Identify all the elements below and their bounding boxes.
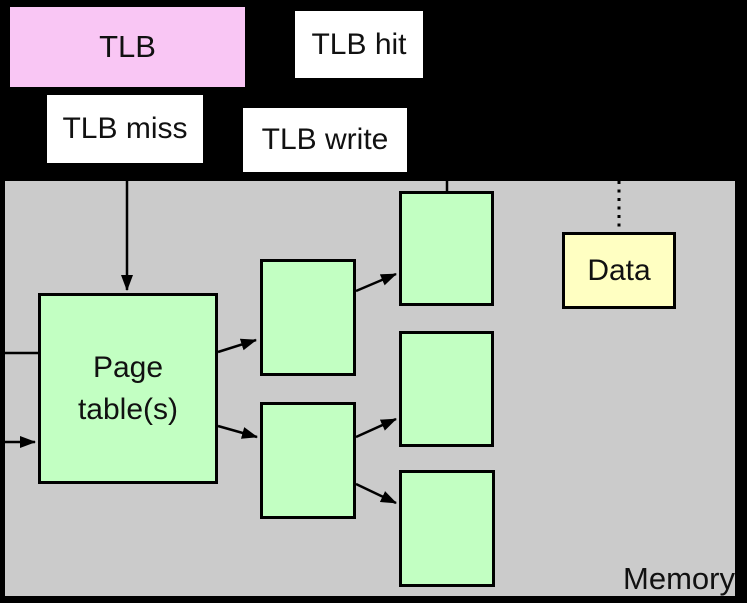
memory-label: Memory (623, 561, 735, 596)
tlb-box: TLB (7, 4, 248, 90)
upper-mid-to-right1-arrow (355, 272, 397, 293)
data-box-label: Data (587, 253, 651, 287)
data-box: Data (562, 232, 676, 309)
tlb-miss-label: TLB miss (47, 95, 203, 163)
pte-box-right-3 (399, 470, 495, 587)
lower-mid-to-right2-arrow (355, 417, 397, 439)
pte-box-right-1 (399, 191, 494, 306)
page-table-to-upper-mid-arrow (217, 338, 257, 354)
tlb-write-text: TLB write (261, 123, 389, 156)
page-table-to-lower-mid-arrow (217, 424, 258, 439)
pte-box-upper-mid (260, 259, 356, 376)
page-table-box: Page table(s) (38, 293, 218, 484)
tlb-hit-label: TLB hit (295, 11, 423, 78)
pte-box-lower-mid (260, 402, 356, 519)
tlb-miss-text: TLB miss (62, 112, 188, 145)
lower-mid-to-right3-arrow (355, 482, 397, 505)
tlb-hit-text: TLB hit (311, 27, 407, 61)
tlb-write-label: TLB write (243, 108, 407, 172)
tlb-box-label: TLB (99, 29, 156, 64)
pte-box-right-2 (399, 331, 494, 447)
page-table-label: Page table(s) (77, 350, 179, 426)
